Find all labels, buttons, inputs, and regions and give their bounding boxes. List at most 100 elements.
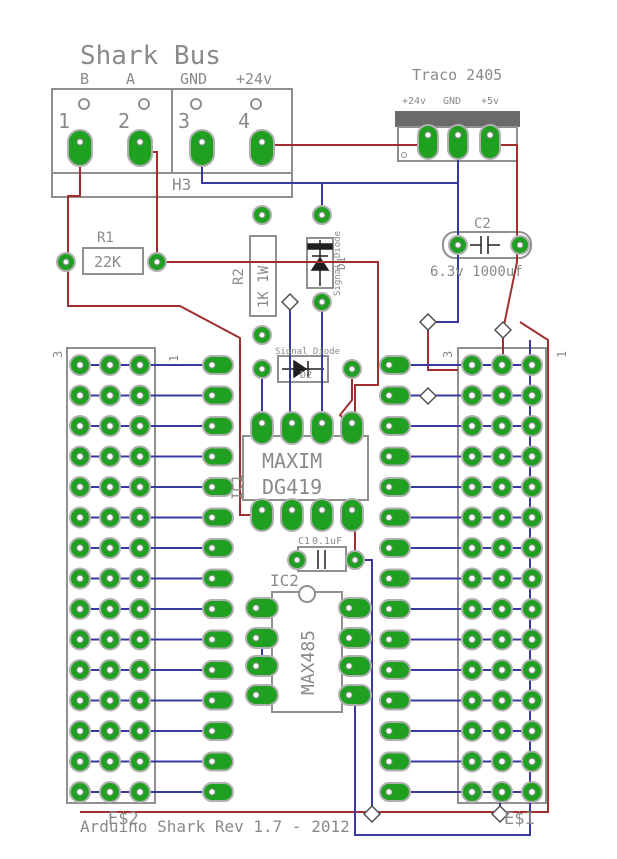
header-left-pin-c1-r13-hole	[76, 727, 84, 735]
inner-left-pad-13-hole	[208, 727, 216, 735]
h3-label-a: A	[126, 70, 135, 88]
ic2-pin-right-2	[338, 627, 372, 649]
footer-text: Arduino Shark Rev 1.7 - 2012	[80, 817, 350, 836]
inner-left-pad-12	[202, 690, 234, 711]
header-left-pin-c1-r6-hole	[76, 513, 84, 522]
inner-left-pad-7	[202, 538, 234, 558]
header-left-pin-c1-r9-hole	[76, 605, 84, 613]
header-right-pin-c2-r6-hole	[498, 513, 506, 522]
header-right-pin-c1-r10-hole	[468, 635, 476, 644]
header-right-pin-c1-r3-hole	[468, 422, 476, 430]
inner-left-pad-11-hole	[208, 666, 216, 674]
traco-pin-gnd: GND	[443, 96, 461, 107]
ic2-pin-right-4-hole	[345, 691, 353, 699]
d1-pad-1-hole	[318, 211, 326, 219]
header-right-pin-c3-r11-hole	[528, 666, 536, 674]
header-right-pin-c2-r14-hole	[498, 757, 506, 766]
inner-left-pad-3-hole	[208, 422, 216, 430]
inner-left-pad-15	[202, 782, 234, 802]
header-right-pin-c2-r1-hole	[498, 361, 506, 369]
d2-pad-1-hole	[258, 365, 266, 373]
ic2-pin-right-3	[338, 655, 372, 677]
header-left-pin-c3-r7-hole	[136, 544, 144, 552]
traco-pad-1	[417, 124, 439, 160]
r1-value: 22K	[94, 253, 121, 271]
c1-pad-1-hole	[293, 556, 301, 564]
inner-right-pad-12-hole	[385, 697, 393, 704]
header-right-pin-c3-r4-hole	[528, 452, 536, 461]
h3-pad-4-hole	[258, 138, 266, 146]
inner-right-pad-7-hole	[385, 544, 393, 552]
header-right-pin-c3-r2-hole	[528, 391, 536, 400]
h3-pad-2-hole	[136, 138, 144, 146]
ic2-pin-left-4-hole	[252, 691, 260, 699]
ic1-pin-bottom-1	[250, 498, 274, 532]
ic2-pin-right-1	[338, 597, 372, 619]
header-right-pin-c1-r7-hole	[468, 544, 476, 552]
header-left-pin-c2-r14-hole	[106, 757, 114, 766]
ic1-pin-bottom-2-hole	[288, 506, 296, 514]
header-right-pin-c3-r3-hole	[528, 422, 536, 430]
inner-left-pad-11	[202, 660, 234, 680]
inner-left-pad-9	[202, 599, 234, 619]
header-left-pin-c3-r1-hole	[136, 361, 144, 369]
inner-right-pad-10-hole	[385, 636, 393, 643]
h3-label-24v: +24v	[236, 70, 272, 88]
header-left-pin-c3-r11-hole	[136, 666, 144, 674]
inner-right-pad-15	[379, 782, 411, 802]
header-left-pin-c2-r15-hole	[106, 788, 114, 796]
header-left-name: E$2	[108, 809, 139, 829]
inner-left-pad-14	[202, 751, 234, 772]
header-left-pin-c3-r5-hole	[136, 483, 144, 491]
inner-right-pad-4-hole	[385, 453, 393, 460]
r1-pad-1-hole	[62, 258, 70, 266]
inner-left-pad-10	[202, 629, 234, 650]
header-left-pin-c2-r4-hole	[106, 452, 114, 461]
header-left-pin-c2-r7-hole	[106, 544, 114, 552]
r2-name: R2	[231, 268, 247, 285]
header-left-pin-c1-r2-hole	[76, 391, 84, 400]
h3-screw-2	[138, 98, 150, 110]
pads-layer	[56, 98, 543, 803]
inner-left-pad-9-hole	[208, 605, 216, 613]
header-right-pin-c2-r2-hole	[498, 391, 506, 400]
inner-right-pad-11	[379, 660, 411, 680]
inner-right-pad-9	[379, 599, 411, 619]
header-right-name: E$1	[504, 809, 535, 829]
header-right-pin-c3-r13-hole	[528, 727, 536, 735]
h3-pad-3	[189, 129, 215, 167]
h3-pad-2	[127, 129, 153, 167]
inner-left-pad-5-hole	[208, 483, 216, 491]
header-right-pin-c1-r4-hole	[468, 452, 476, 461]
header-right-pin-c1-r8-hole	[468, 574, 476, 583]
inner-left-pad-3	[202, 416, 234, 436]
inner-right-pad-13	[379, 721, 411, 741]
header-left-pin-c3-r4-hole	[136, 452, 144, 461]
header-left-pin-c3-r15-hole	[136, 788, 144, 796]
header-left-pin-c2-r2-hole	[106, 391, 114, 400]
ic1-pin-top-2	[280, 411, 304, 445]
header-right-pin-c2-r4-hole	[498, 452, 506, 461]
inner-right-pad-4	[379, 446, 411, 467]
ic1-pin-top-4	[340, 411, 364, 445]
c1-value: 0.1uF	[312, 536, 342, 547]
d2-value: Signal Diode	[275, 347, 340, 357]
header-left-pin-c3-r9-hole	[136, 605, 144, 613]
ic2-pin-right-1-hole	[345, 604, 353, 612]
inner-left-pad-4-hole	[208, 453, 216, 460]
header-left-pin-c2-r5-hole	[106, 483, 114, 491]
vias	[280, 292, 513, 824]
header-right-pin-c2-r15-hole	[498, 788, 506, 796]
ic1-pin-bottom-1-hole	[258, 506, 266, 514]
r2-pad-2-hole	[258, 331, 266, 339]
inner-right-pad-8	[379, 568, 411, 589]
h3-pad-3-hole	[198, 138, 206, 146]
h3-name: H3	[172, 175, 191, 194]
r1-name: R1	[97, 230, 114, 246]
inner-left-pad-6-hole	[208, 514, 216, 521]
inner-right-pad-11-hole	[385, 666, 393, 674]
header-right-pin-c2-r12-hole	[498, 696, 506, 705]
header-left-pin-c1-r12-hole	[76, 696, 84, 705]
ic1-outline	[242, 435, 369, 501]
